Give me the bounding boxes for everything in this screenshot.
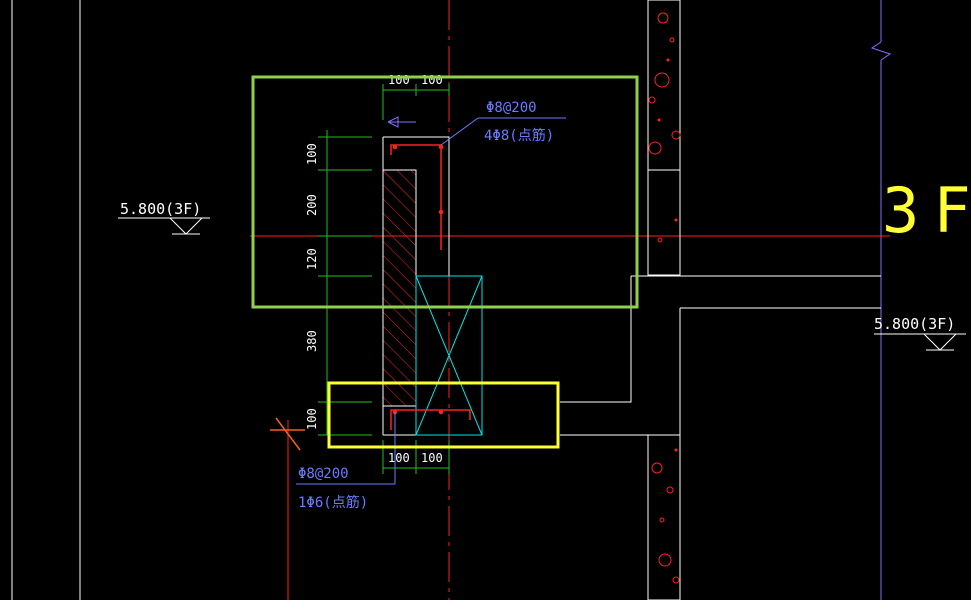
yellow-highlight-box[interactable] <box>327 381 560 449</box>
rebar-note-top-line1: Φ8@200 <box>486 100 537 116</box>
level-label-right: 5.800(3F) <box>874 315 955 333</box>
masonry-wall-lower <box>647 434 681 600</box>
green-highlight-box[interactable] <box>251 75 639 309</box>
rebar-note-bottom-line2: 1Φ6(点筋) <box>298 494 368 511</box>
rebar-note-top-leader <box>440 117 566 146</box>
opening-cross-box <box>415 275 483 436</box>
floor-slab-outline <box>416 275 881 436</box>
cross-marker <box>270 417 305 451</box>
floor-label: 3F <box>882 174 971 247</box>
level-label-left: 5.800(3F) <box>120 200 201 218</box>
masonry-wall-upper <box>647 0 681 276</box>
dim-v1: 100 <box>305 143 319 165</box>
rebar-lines <box>390 144 471 430</box>
dimension-left <box>318 130 372 436</box>
dim-bottom-right: 100 <box>421 451 443 465</box>
dim-v2: 200 <box>305 194 319 216</box>
dimension-top <box>382 84 450 120</box>
rebar-note-bottom-line1: Φ8@200 <box>298 466 349 482</box>
dim-top-left: 100 <box>388 73 410 87</box>
upstand-wall-section <box>382 136 450 436</box>
right-break-line <box>870 0 892 600</box>
dim-top-right: 100 <box>421 73 443 87</box>
dim-bottom-left: 100 <box>388 451 410 465</box>
leader-arrow-top <box>387 116 416 128</box>
rebar-note-top-line2: 4Φ8(点筋) <box>484 127 554 144</box>
level-marker-left <box>118 217 210 235</box>
dim-v3: 120 <box>305 248 319 270</box>
dim-v5: 100 <box>305 408 319 430</box>
dim-v4: 380 <box>305 330 319 352</box>
level-marker-right <box>874 333 966 351</box>
